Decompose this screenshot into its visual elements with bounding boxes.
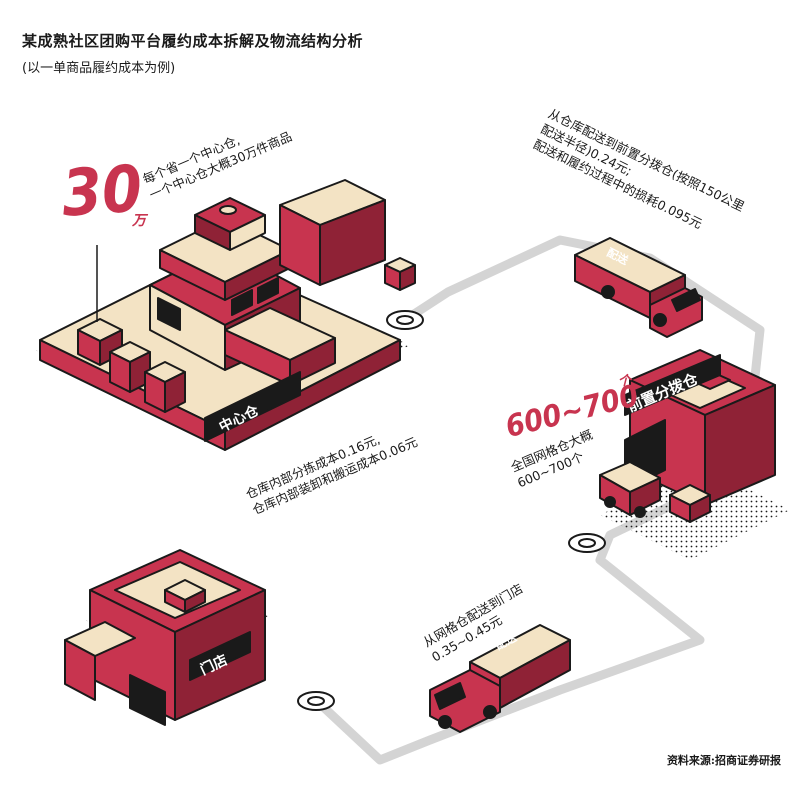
page-subtitle: (以一单商品履约成本为例) — [22, 61, 176, 76]
delivery-truck-1 — [574, 237, 703, 338]
central-warehouse — [35, 179, 416, 451]
store-building — [64, 549, 270, 726]
route-pin-2 — [568, 533, 606, 553]
route-pin-1 — [386, 310, 424, 330]
hub-warehouse — [599, 349, 790, 560]
hub-big-unit: 个 — [618, 374, 632, 389]
road-path — [313, 235, 765, 765]
page-title: 某成熟社区团购平台履约成本拆解及物流结构分析 — [22, 32, 364, 50]
source-note: 资料来源:招商证券研报 — [666, 754, 781, 767]
central-big-unit: 万 — [132, 213, 146, 229]
route-pin-3 — [297, 691, 335, 711]
delivery-truck-2 — [429, 624, 571, 733]
